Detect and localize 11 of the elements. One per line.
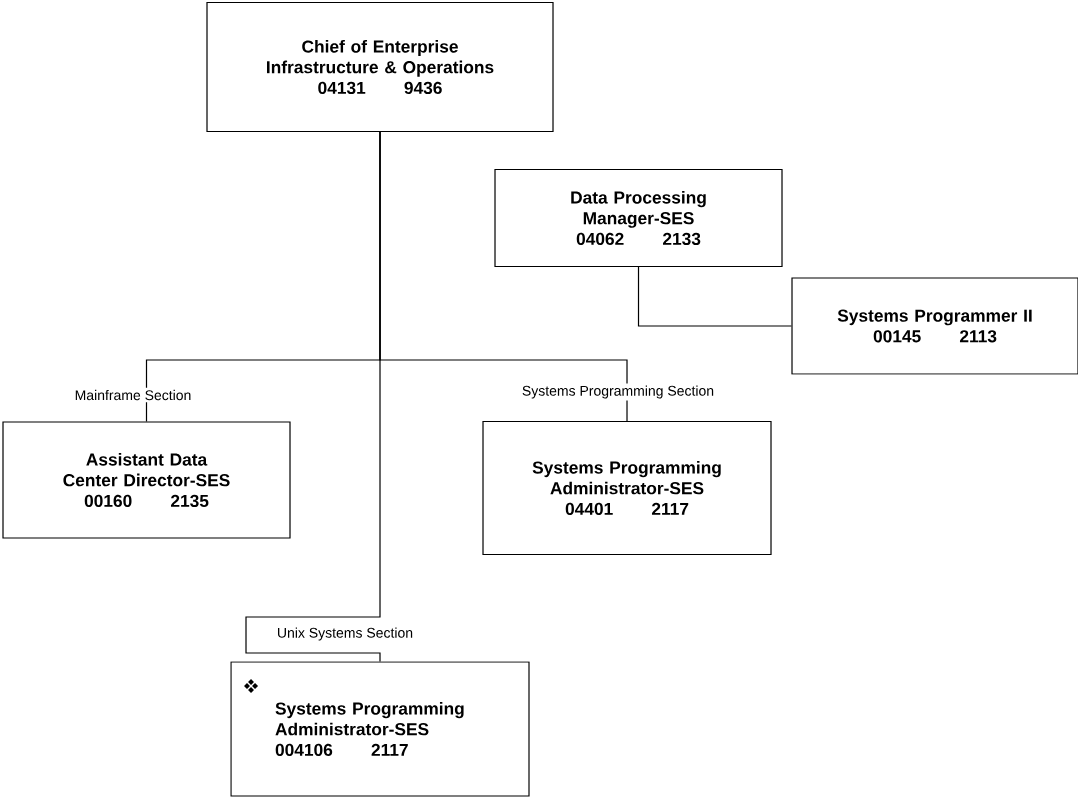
connector-line <box>245 131 381 662</box>
position-box: Systems Programmer II 00145 2113 <box>791 277 1078 375</box>
connector-line <box>637 266 792 327</box>
edge-label: Systems Programming Section <box>519 383 717 401</box>
position-box: Systems Programming Administrator-SES 004106 2117 <box>230 661 530 797</box>
position-box: Assistant Data Center Director-SES 00160 2135 <box>2 421 291 539</box>
edge-label: Unix Systems Section <box>274 625 416 643</box>
position-box: Chief of Enterprise Infrastructure & Operations 04131 9436 <box>206 1 554 133</box>
edge-label: Mainframe Section <box>72 387 194 403</box>
position-box: Systems Programming Administrator-SES 04401 2117 <box>482 420 772 556</box>
position-box: Data Processing Manager-SES 04062 2133 <box>494 168 783 268</box>
